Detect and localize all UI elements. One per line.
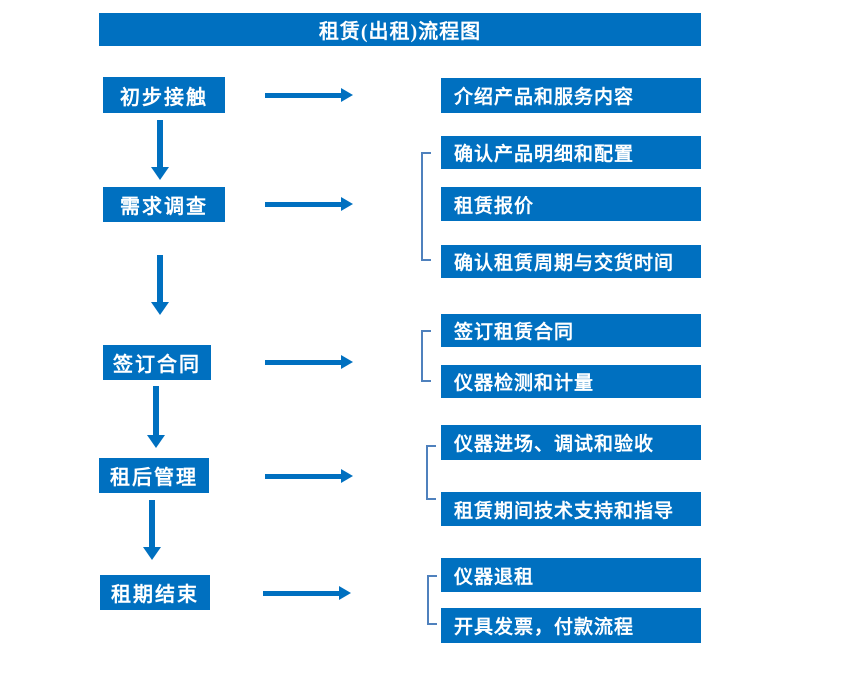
stage-label: 租期结束 <box>111 584 199 606</box>
detail-box-introduce-products-services: 介绍产品和服务内容 <box>441 78 701 113</box>
arrow-head <box>341 88 353 102</box>
arrow-right-icon <box>265 469 353 483</box>
arrow-head <box>143 547 161 560</box>
detail-box-invoice-payment-process: 开具发票，付款流程 <box>441 608 701 643</box>
arrow-right-icon <box>265 197 353 211</box>
detail-box-sign-rental-contract: 签订租赁合同 <box>441 314 701 347</box>
arrow-shaft <box>265 202 341 207</box>
stage-box-demand-survey: 需求调查 <box>103 187 225 222</box>
bracket-connector <box>427 575 437 625</box>
stage-label: 租后管理 <box>110 467 198 489</box>
detail-label: 开具发票，付款流程 <box>454 617 635 638</box>
stage-box-post-rental-management: 租后管理 <box>99 458 209 493</box>
detail-box-instrument-return: 仪器退租 <box>441 558 701 592</box>
arrow-shaft <box>263 591 339 596</box>
detail-label: 仪器进场、调试和验收 <box>454 434 655 455</box>
arrow-right-icon <box>265 88 353 102</box>
arrow-shaft <box>149 500 155 548</box>
arrow-head <box>341 197 353 211</box>
flowchart-title-bar: 租赁(出租)流程图 <box>99 13 701 46</box>
detail-box-confirm-rental-period-delivery: 确认租赁周期与交货时间 <box>441 245 701 278</box>
arrow-shaft <box>265 360 341 365</box>
stage-box-rental-end: 租期结束 <box>100 575 210 610</box>
detail-box-instrument-arrival-commissioning: 仪器进场、调试和验收 <box>441 425 701 460</box>
stage-label: 初步接触 <box>120 86 208 109</box>
bracket-connector <box>421 152 431 261</box>
arrow-shaft <box>265 93 341 98</box>
detail-label: 签订租赁合同 <box>454 322 575 343</box>
detail-label: 介绍产品和服务内容 <box>454 87 635 108</box>
arrow-shaft <box>157 120 163 168</box>
arrow-down-icon <box>151 255 169 315</box>
detail-label: 确认租赁周期与交货时间 <box>454 253 675 274</box>
arrow-head <box>341 355 353 369</box>
detail-box-rental-quotation: 租赁报价 <box>441 187 701 221</box>
stage-label: 需求调查 <box>120 196 208 218</box>
detail-box-instrument-testing-measurement: 仪器检测和计量 <box>441 365 701 398</box>
arrow-head <box>151 302 169 315</box>
arrow-right-icon <box>265 355 353 369</box>
arrow-down-icon <box>147 386 165 448</box>
stage-box-initial-contact: 初步接触 <box>103 77 225 113</box>
arrow-shaft <box>265 474 341 479</box>
arrow-head <box>339 586 351 600</box>
bracket-connector <box>421 330 431 382</box>
detail-box-technical-support-guidance: 租赁期间技术支持和指导 <box>441 492 701 526</box>
arrow-head <box>341 469 353 483</box>
arrow-head <box>151 167 169 180</box>
detail-label: 租赁报价 <box>454 195 535 217</box>
arrow-shaft <box>157 255 163 303</box>
arrow-down-icon <box>151 120 169 180</box>
arrow-down-icon <box>143 500 161 560</box>
stage-box-sign-contract: 签订合同 <box>103 345 211 380</box>
arrow-head <box>147 435 165 448</box>
detail-label: 确认产品明细和配置 <box>454 144 635 165</box>
arrow-right-icon <box>263 586 351 600</box>
detail-box-confirm-product-configuration: 确认产品明细和配置 <box>441 136 701 169</box>
arrow-shaft <box>153 386 159 436</box>
flowchart-title: 租赁(出租)流程图 <box>318 21 482 43</box>
detail-label: 仪器检测和计量 <box>454 373 595 394</box>
detail-label: 仪器退租 <box>454 566 535 588</box>
stage-label: 签订合同 <box>113 354 201 376</box>
detail-label: 租赁期间技术支持和指导 <box>454 500 675 522</box>
bracket-connector <box>426 445 436 500</box>
